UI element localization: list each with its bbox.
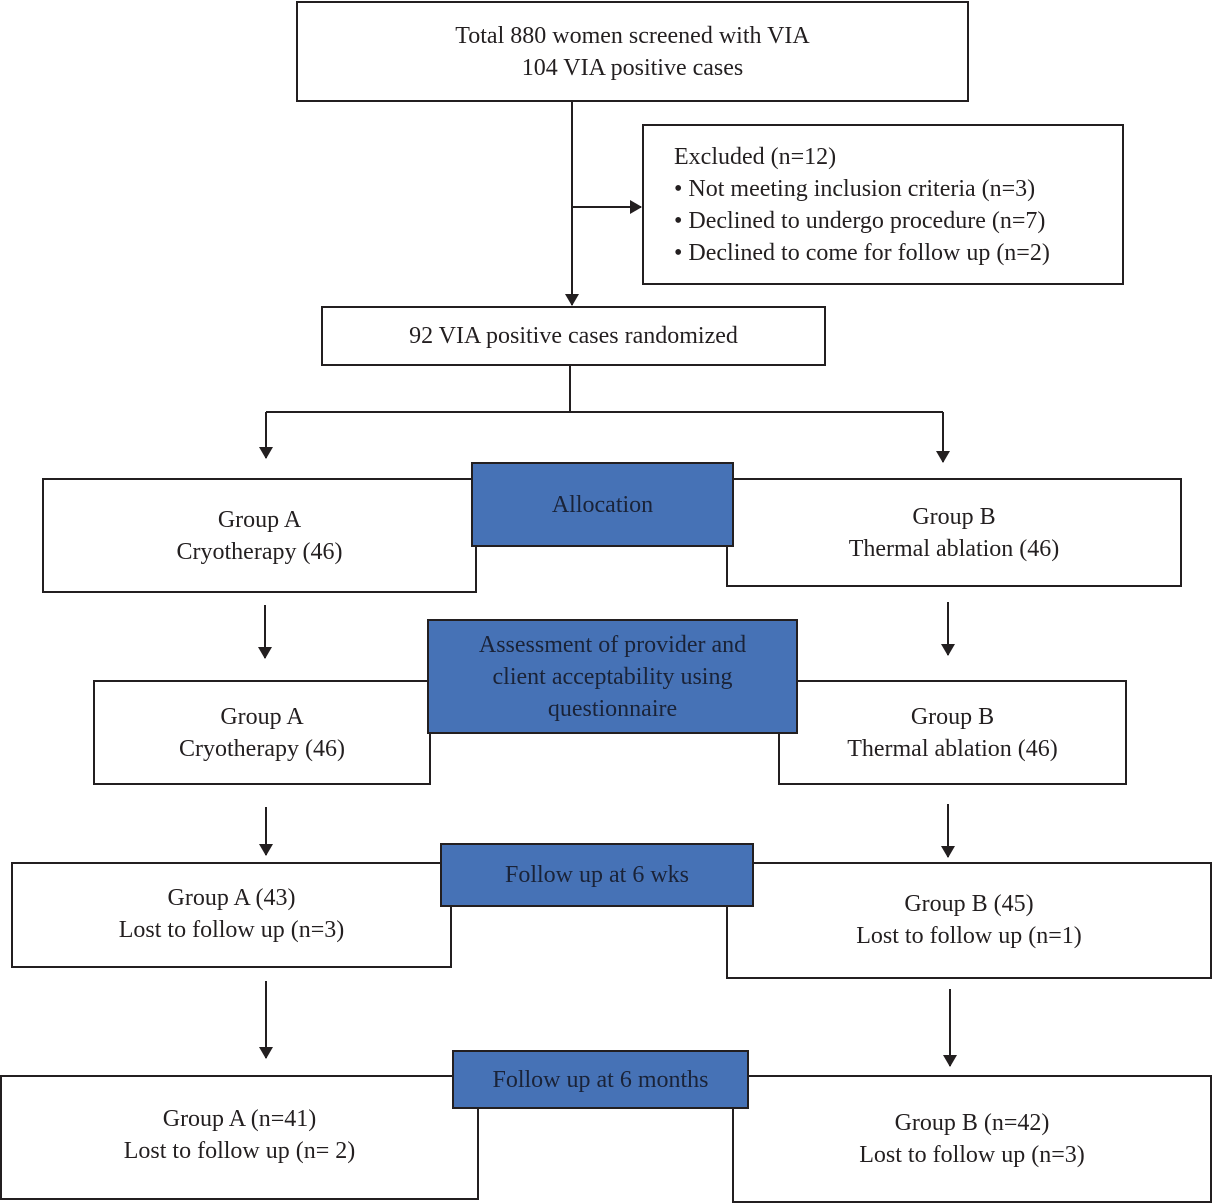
- group-a-detail: Cryotherapy (46): [176, 538, 343, 565]
- group-a-title: Group A (n=41): [162, 1106, 317, 1132]
- assessment-label: Assessment of provider and client accept…: [427, 619, 798, 734]
- assessment-text-line: questionnaire: [547, 696, 678, 722]
- group-a-title: Group A: [217, 506, 302, 533]
- followup-6wk-label: Follow up at 6 wks: [440, 843, 754, 907]
- group-b-detail: Thermal ablation (46): [847, 735, 1058, 762]
- followup-6wk-text: Follow up at 6 wks: [504, 862, 689, 888]
- group-b-title: Group B: [912, 503, 996, 530]
- randomized-box: 92 VIA positive cases randomized: [321, 306, 826, 366]
- allocation-label: Allocation: [471, 462, 734, 547]
- randomized-label: 92 VIA positive cases randomized: [409, 323, 738, 349]
- group-a-detail: Cryotherapy (46): [179, 735, 345, 762]
- excluded-box: Excluded (n=12) • Not meeting inclusion …: [642, 124, 1124, 285]
- excluded-item: • Not meeting inclusion criteria (n=3): [674, 175, 1036, 202]
- group-a-detail: Lost to follow up (n= 2): [123, 1138, 356, 1164]
- excluded-item: • Declined to come for follow up (n=2): [674, 239, 1050, 266]
- group-b-title: Group B (45): [904, 891, 1034, 917]
- allocation-text: Allocation: [551, 492, 654, 518]
- followup-6mo-label: Follow up at 6 months: [452, 1050, 749, 1109]
- group-b-6mo-box: Group B (n=42) Lost to follow up (n=3): [732, 1075, 1212, 1203]
- group-b-6wk-box: Group B (45) Lost to follow up (n=1): [726, 862, 1212, 979]
- group-b-title: Group B (n=42): [894, 1110, 1050, 1136]
- followup-6mo-text: Follow up at 6 months: [492, 1066, 709, 1093]
- group-a-title: Group A: [220, 703, 304, 730]
- excluded-title: Excluded (n=12): [674, 143, 837, 170]
- group-a-detail: Lost to follow up (n=3): [118, 917, 345, 943]
- excluded-item: • Declined to undergo procedure (n=7): [674, 207, 1046, 234]
- group-b-allocation-box: Group B Thermal ablation (46): [726, 478, 1182, 587]
- group-b-detail: Thermal ablation (46): [848, 535, 1060, 562]
- screening-box: Total 880 women screened with VIA 104 VI…: [296, 1, 969, 102]
- group-a-6mo-box: Group A (n=41) Lost to follow up (n= 2): [0, 1075, 479, 1200]
- group-a-assessment-box: Group A Cryotherapy (46): [93, 680, 431, 785]
- group-b-assessment-box: Group B Thermal ablation (46): [778, 680, 1127, 785]
- group-b-detail: Lost to follow up (n=1): [856, 923, 1082, 949]
- group-b-title: Group B: [910, 703, 995, 730]
- group-a-title: Group A (43): [167, 885, 296, 911]
- group-a-6wk-box: Group A (43) Lost to follow up (n=3): [11, 862, 452, 968]
- assessment-text-line: Assessment of provider and: [478, 632, 747, 658]
- assessment-text-line: client acceptability using: [492, 664, 733, 690]
- group-a-allocation-box: Group A Cryotherapy (46): [42, 478, 477, 593]
- screening-line-2: 104 VIA positive cases: [521, 54, 744, 81]
- group-b-detail: Lost to follow up (n=3): [859, 1142, 1085, 1168]
- screening-line-1: Total 880 women screened with VIA: [455, 22, 810, 49]
